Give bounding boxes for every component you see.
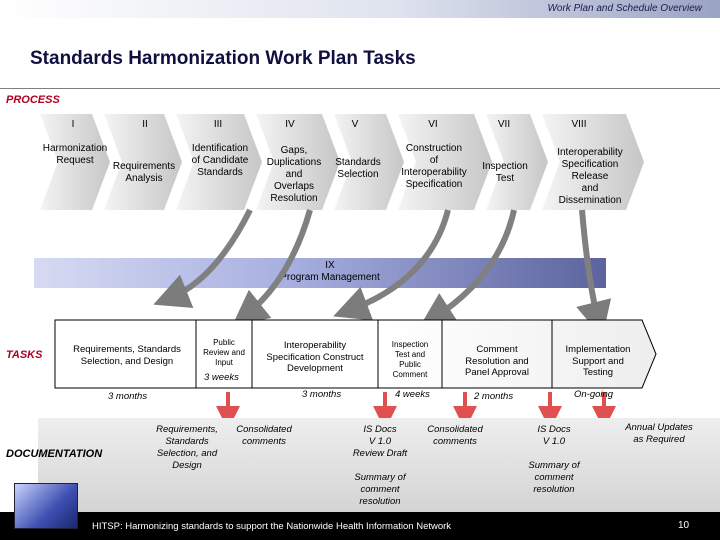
duration-4: 2 months	[474, 391, 514, 402]
phase-num-5: V	[351, 119, 359, 130]
program-management-text: Program Management	[280, 272, 380, 283]
doc-6: IS Docs V 1.0	[520, 424, 588, 448]
duration-3: 4 weeks	[395, 389, 430, 400]
phase-label-2: Requirements Analysis	[106, 161, 182, 185]
doc-6-text: IS Docs V 1.0	[537, 424, 571, 447]
doc-3-text: IS Docs V 1.0 Review Draft	[352, 424, 408, 459]
chevron-2	[104, 114, 182, 210]
header-band	[0, 0, 720, 18]
program-management-bar	[34, 258, 606, 288]
doc-8-text: Annual Updates as Required	[625, 422, 693, 445]
phase-label-1: Harmonization Request	[30, 143, 120, 167]
task-5: Comment Resolution and Panel Approval	[444, 344, 550, 379]
flow-arrows	[153, 208, 616, 430]
program-management-num: IX	[325, 260, 335, 271]
phase-label-8: Interoperability Specification Release a…	[540, 147, 640, 207]
page-number: 10	[678, 520, 690, 531]
tasks-label: TASKS	[6, 349, 43, 361]
arrow-phase-6-to-task-3	[333, 209, 451, 321]
phase-num-6: VI	[428, 119, 438, 130]
task-6: Implementation Support and Testing	[554, 344, 642, 379]
phase-label-5: Standards Selection	[326, 157, 390, 181]
logo-icon	[14, 483, 78, 529]
doc-2: Consolidated comments	[228, 424, 300, 448]
chevron-7	[486, 114, 548, 210]
phase-label-8-text: Interoperability Specification Release a…	[557, 147, 623, 206]
arrow-phases-to-task-1	[153, 208, 253, 309]
duration-5: On-going	[574, 389, 614, 400]
phase-num-7: VII	[497, 119, 511, 130]
phase-num-2: II	[142, 119, 148, 130]
documentation-band	[38, 418, 720, 512]
footer-bar	[0, 512, 720, 540]
chevron-6	[398, 114, 492, 210]
chevron-3	[176, 114, 262, 210]
task-2-text: Public Review and Input	[203, 338, 245, 367]
process-chevrons	[40, 114, 644, 210]
phase-label-4: Gaps, Duplications and Overlaps Resoluti…	[258, 145, 330, 205]
task-2-duration: 3 weeks	[204, 372, 239, 383]
phase-label-7: Inspection Test	[476, 161, 534, 185]
phase-num-3: III	[213, 119, 223, 130]
phase-num-1: I	[71, 119, 75, 130]
page-title: Standards Harmonization Work Plan Tasks	[30, 48, 416, 69]
documentation-label: DOCUMENTATION	[6, 448, 103, 460]
phase-num-4: IV	[285, 119, 295, 130]
doc-2-text: Consolidated comments	[236, 424, 292, 447]
arrow-phase-8-to-task-6	[576, 209, 612, 338]
phase-label-6: Construction of Interoperability Specifi…	[394, 143, 474, 191]
doc-8: Annual Updates as Required	[612, 422, 706, 446]
process-label: PROCESS	[6, 94, 60, 106]
doc-4: Summary of comment resolution	[342, 472, 418, 508]
task-5-text: Comment Resolution and Panel Approval	[465, 344, 529, 378]
doc-1: Requirements, Standards Selection, and D…	[146, 424, 228, 472]
task-6-text: Implementation Support and Testing	[565, 344, 631, 378]
title-divider	[0, 88, 720, 89]
task-1-text: Requirements, Standards Selection, and D…	[73, 344, 181, 367]
task-1: Requirements, Standards Selection, and D…	[58, 344, 196, 367]
phase-label-4-text: Gaps, Duplications and Overlaps Resoluti…	[266, 145, 322, 204]
phase-label-6-text: Construction of Interoperability Specifi…	[401, 143, 467, 190]
program-management-label: IX Program Management	[230, 260, 430, 284]
doc-5: Consolidated comments	[418, 424, 492, 448]
arrow-phase-7-to-task-4	[418, 209, 517, 328]
task-3: Interoperability Specification Construct…	[254, 340, 376, 375]
task-4: Inspection Test and Public Comment	[380, 340, 440, 380]
phase-label-3-text: Identification of Candidate Standards	[191, 143, 249, 178]
phase-label-3: Identification of Candidate Standards	[182, 143, 258, 179]
phase-label-2-text: Requirements Analysis	[112, 161, 176, 184]
task-3-text: Interoperability Specification Construct…	[266, 340, 364, 374]
header-title: Work Plan and Schedule Overview	[547, 3, 702, 14]
tasks-timeline	[54, 319, 657, 389]
chevron-5	[334, 114, 404, 210]
task-4-text: Inspection Test and Public Comment	[391, 340, 429, 379]
phase-label-7-text: Inspection Test	[482, 161, 528, 184]
doc-7-text: Summary of comment resolution	[528, 460, 580, 495]
doc-7: Summary of comment resolution	[516, 460, 592, 496]
chevron-4	[256, 114, 340, 210]
tasks-arrow-body	[54, 319, 657, 389]
footer-text: HITSP: Harmonizing standards to support …	[92, 521, 452, 532]
task-2: Public Review and Input	[198, 338, 250, 368]
doc-3: IS Docs V 1.0 Review Draft	[342, 424, 418, 460]
phase-label-5-text: Standards Selection	[335, 157, 381, 180]
chevron-8	[542, 114, 644, 210]
phase-label-1-text: Harmonization Request	[42, 143, 108, 166]
doc-5-text: Consolidated comments	[427, 424, 483, 447]
phase-num-8: VIII	[571, 119, 587, 130]
duration-2: 3 months	[302, 389, 342, 400]
chevron-1	[40, 114, 110, 210]
doc-4-text: Summary of comment resolution	[354, 472, 406, 507]
doc-1-text: Requirements, Standards Selection, and D…	[156, 424, 218, 471]
duration-1: 3 months	[108, 391, 148, 402]
arrow-phase-4-to-task-2	[231, 209, 313, 327]
